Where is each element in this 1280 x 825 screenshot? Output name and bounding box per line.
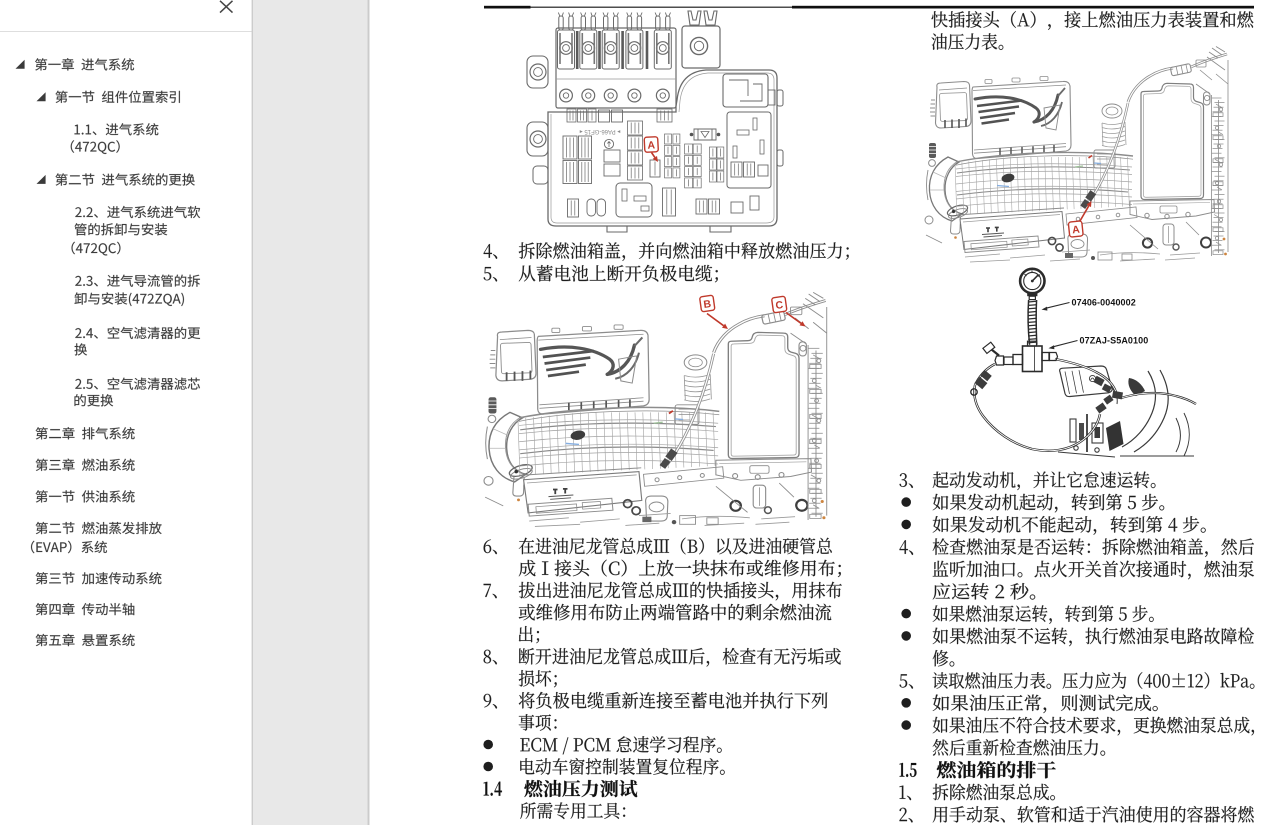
svg-text:A: A [1072,224,1081,237]
svg-text:07406-0040002: 07406-0040002 [1072,298,1136,308]
svg-text:C: C [775,299,785,312]
svg-text:A: A [647,139,656,151]
svg-text:B: B [703,298,713,311]
svg-text:07ZAJ-S5A0100: 07ZAJ-S5A0100 [1080,336,1149,346]
svg-text:▸ PA66-GF15 ◂: ▸ PA66-GF15 ◂ [580,128,621,134]
